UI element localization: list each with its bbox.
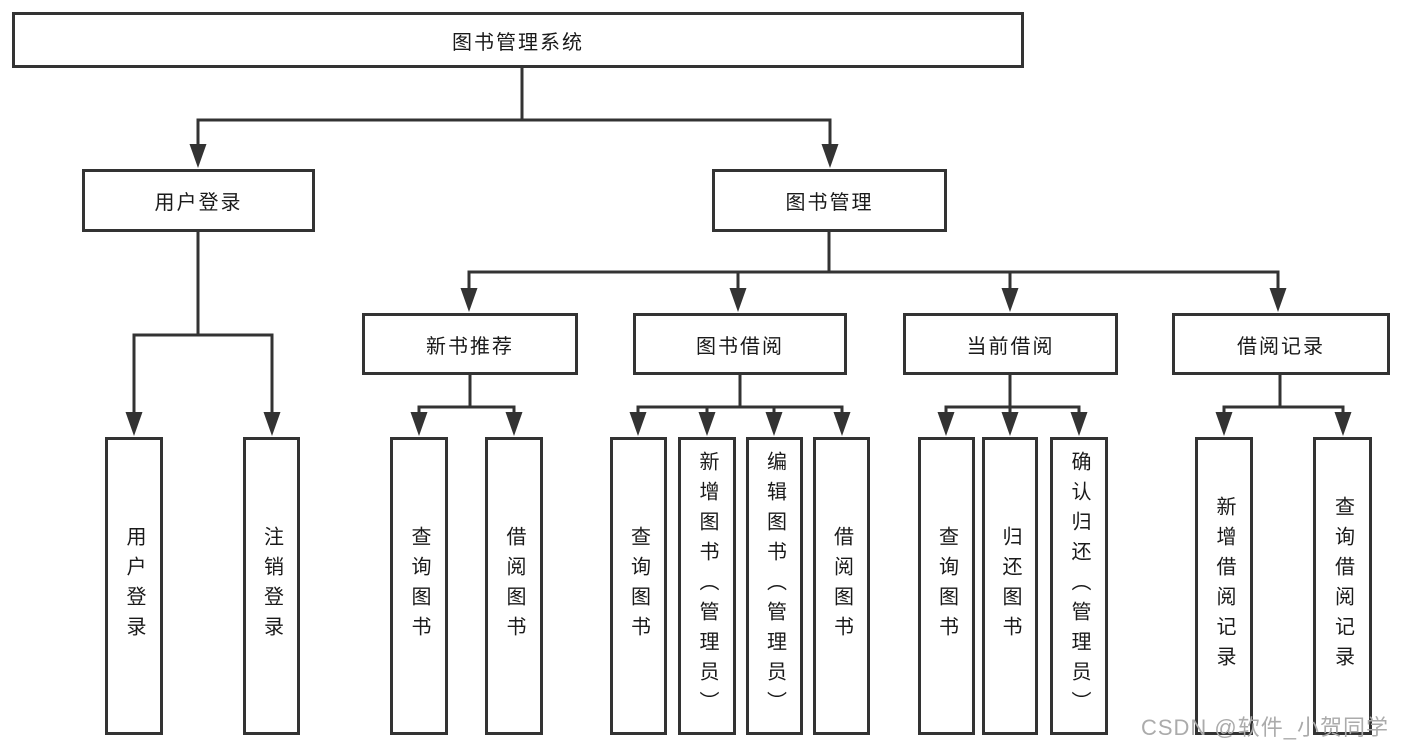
leaf-query-borrow-record: 查询借阅记录 <box>1313 437 1372 735</box>
node-root-system: 图书管理系统 <box>12 12 1024 68</box>
leaf-add-book-admin: 新增图书（管理员） <box>678 437 736 735</box>
node-book-borrow: 图书借阅 <box>633 313 847 375</box>
leaf-add-borrow-record: 新增借阅记录 <box>1195 437 1253 735</box>
csdn-watermark: CSDN @软件_小贺同学 <box>1140 715 1389 740</box>
leaf-query-book-2: 查询图书 <box>610 437 667 735</box>
node-current-borrow: 当前借阅 <box>903 313 1118 375</box>
leaf-edit-book-admin: 编辑图书（管理员） <box>746 437 803 735</box>
leaf-confirm-return-admin: 确认归还（管理员） <box>1050 437 1108 735</box>
arrowheads <box>125 144 1352 436</box>
connector-paths <box>132 68 1345 414</box>
node-book-management: 图书管理 <box>712 169 947 232</box>
node-borrow-record: 借阅记录 <box>1172 313 1390 375</box>
leaf-query-book-1: 查询图书 <box>390 437 448 735</box>
leaf-return-book: 归还图书 <box>982 437 1038 735</box>
leaf-logout: 注销登录 <box>243 437 300 735</box>
leaf-borrow-book-2: 借阅图书 <box>813 437 870 735</box>
leaf-borrow-book-1: 借阅图书 <box>485 437 543 735</box>
leaf-user-login: 用户登录 <box>105 437 163 735</box>
node-user-login: 用户登录 <box>82 169 315 232</box>
node-new-book-recommend: 新书推荐 <box>362 313 578 375</box>
leaf-query-book-3: 查询图书 <box>918 437 975 735</box>
